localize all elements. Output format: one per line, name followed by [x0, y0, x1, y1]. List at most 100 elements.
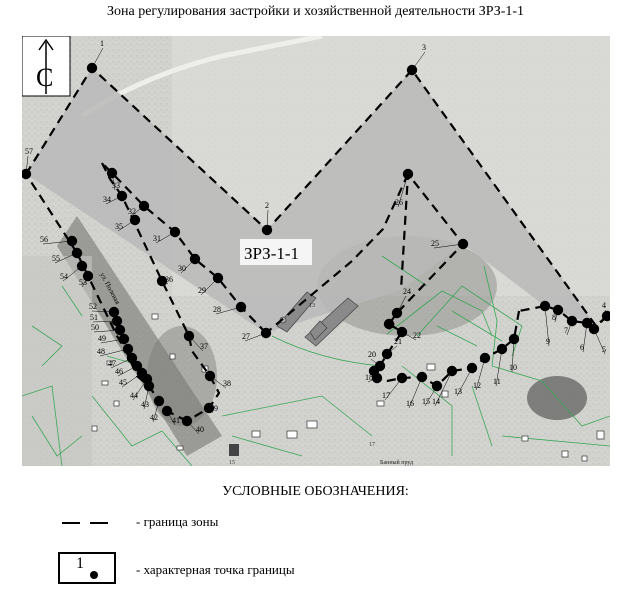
point-label-32: 32	[128, 207, 136, 216]
boundary-point-31	[169, 226, 181, 238]
forest-patch-2	[147, 326, 217, 426]
boundary-point-40	[181, 415, 193, 427]
point-label-3: 3	[422, 43, 426, 52]
boundary-point-20	[374, 360, 386, 372]
cadastre-lines	[22, 255, 610, 466]
boundary-point-8	[552, 304, 564, 316]
boundary-point-5	[588, 323, 600, 335]
point-label-42: 42	[150, 413, 158, 422]
point-label-26: 26	[395, 198, 403, 207]
point-label-24: 24	[403, 287, 411, 296]
boundary-point-42	[153, 395, 165, 407]
point-label-37: 37	[200, 342, 208, 351]
point-label-36: 36	[165, 275, 173, 284]
boundary-point-15	[431, 380, 443, 392]
boundary-point-25	[457, 238, 469, 250]
point-label-55: 55	[52, 254, 60, 263]
boundary-point-48	[122, 343, 134, 355]
boundary-point-27	[260, 327, 272, 339]
boundary-point-54	[76, 260, 88, 272]
point-label-23: 23	[387, 321, 395, 330]
boundary-point-47	[126, 352, 138, 364]
point-leader-9	[544, 305, 550, 347]
point-label-2: 2	[265, 201, 269, 210]
boundary-point-53	[82, 270, 94, 282]
point-label-8: 8	[552, 313, 556, 322]
point-label-21: 21	[394, 337, 402, 346]
boundary-point-10	[508, 333, 520, 345]
boundary-point-52	[108, 306, 120, 318]
point-label-18: 18	[365, 373, 373, 382]
point-leader-12	[475, 357, 486, 391]
point-leader-16	[408, 376, 423, 409]
building-label-17: 17	[369, 442, 375, 448]
point-label-20: 20	[368, 350, 376, 359]
boundary-point-34	[116, 190, 128, 202]
boundary-point-35	[129, 214, 141, 226]
legend-boundary-label: - граница зоны	[136, 514, 219, 529]
legend-point-dot	[90, 571, 98, 579]
boundary-point-13	[466, 362, 478, 374]
point-leader-26	[397, 173, 409, 208]
point-label-27: 27	[242, 332, 250, 341]
boundary-point-55	[71, 247, 83, 259]
point-label-15: 15	[422, 397, 430, 406]
boundary-point-3	[406, 64, 418, 76]
point-label-47: 47	[108, 359, 116, 368]
boundary-point-38	[204, 370, 216, 382]
point-label-28: 28	[213, 305, 221, 314]
point-label-43: 43	[141, 400, 149, 409]
point-label-10: 10	[509, 363, 517, 372]
boundary-point-36	[156, 275, 168, 287]
boundary-point-11	[496, 343, 508, 355]
boundary-point-2	[261, 224, 273, 236]
point-label-46: 46	[115, 367, 123, 376]
point-label-48: 48	[97, 347, 105, 356]
boundary-point-26	[402, 168, 414, 180]
zone-zrz-1-1	[26, 68, 596, 333]
boundary-point-46	[131, 360, 143, 372]
point-label-17: 17	[382, 391, 390, 400]
point-leader-14	[434, 370, 453, 407]
boundary-point-4	[601, 310, 610, 322]
map-title: Зона регулирования застройки и хозяйстве…	[106, 4, 525, 19]
point-label-51: 51	[90, 313, 98, 322]
point-leader-13	[456, 367, 473, 397]
dark-building	[229, 444, 239, 456]
boundary-point-9	[539, 300, 551, 312]
boundary-point-16	[416, 371, 428, 383]
point-label-9: 9	[546, 337, 550, 346]
point-label-41: 41	[172, 416, 180, 425]
boundary-point-56	[66, 235, 78, 247]
point-label-52: 52	[89, 302, 97, 311]
legend-point-number: 1	[76, 555, 84, 572]
building-label-15: 15	[229, 460, 235, 466]
point-label-49: 49	[98, 334, 106, 343]
left-village	[22, 256, 92, 466]
point-label-31: 31	[153, 234, 161, 243]
pond-label: Банный пруд	[380, 459, 413, 466]
point-label-5: 5	[602, 345, 606, 354]
building-label-13: 13	[309, 303, 315, 309]
point-label-6: 6	[580, 343, 584, 352]
legend-point-sample: 1	[58, 552, 116, 584]
point-label-7: 7	[564, 326, 568, 335]
point-label-45: 45	[119, 378, 127, 387]
boundary-point-7	[566, 315, 578, 327]
boundary-point-57	[22, 168, 32, 180]
point-label-34: 34	[103, 195, 111, 204]
boundary-point-12	[479, 352, 491, 364]
legend-boundary-sample	[62, 522, 118, 524]
zone-label-box	[240, 239, 312, 265]
boundary-point-39	[203, 402, 215, 414]
boundary-point-49	[118, 333, 130, 345]
point-label-38: 38	[223, 379, 231, 388]
point-label-57: 57	[25, 147, 33, 156]
buildings	[276, 291, 359, 347]
boundary-point-33	[106, 167, 118, 179]
point-label-25: 25	[431, 239, 439, 248]
point-label-22: 22	[413, 331, 421, 340]
boundary-point-37	[183, 330, 195, 342]
boundary-point-50	[114, 324, 126, 336]
